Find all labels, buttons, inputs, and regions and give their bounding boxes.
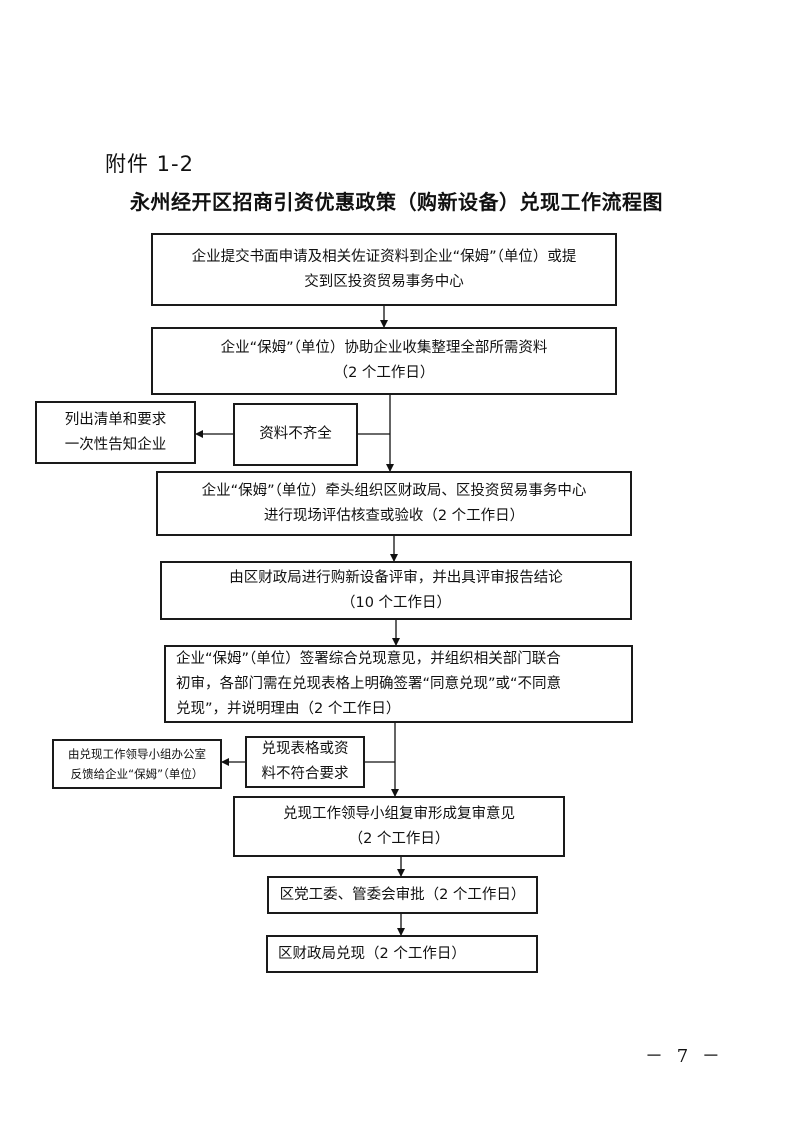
step-6-leading-group-review: 兑现工作领导小组复审形成复审意见 （2 个工作日） bbox=[233, 796, 565, 857]
step-1-submit-application: 企业提交书面申请及相关佐证资料到企业“保姆”（单位）或提 交到区投资贸易事务中心 bbox=[151, 233, 617, 306]
step-5-joint-preliminary-review: 企业“保姆”（单位）签署综合兑现意见，并组织相关部门联合 初审，各部门需在兑现表… bbox=[164, 645, 633, 723]
branch-1-incomplete-materials: 资料不齐全 bbox=[233, 403, 358, 466]
step-4-equipment-review: 由区财政局进行购新设备评审，并出具评审报告结论 （10 个工作日） bbox=[160, 561, 632, 620]
step-3-onsite-assessment: 企业“保姆”（单位）牵头组织区财政局、区投资贸易事务中心 进行现场评估核查或验收… bbox=[156, 471, 632, 536]
step-2-collect-materials: 企业“保姆”（单位）协助企业收集整理全部所需资料 （2 个工作日） bbox=[151, 327, 617, 395]
step-7-committee-approval: 区党工委、管委会审批（2 个工作日） bbox=[267, 876, 538, 914]
step-8-finance-payout: 区财政局兑现（2 个工作日） bbox=[266, 935, 538, 973]
annex-label: 附件 1-2 bbox=[105, 152, 194, 176]
page-number: － 7 － bbox=[645, 1046, 724, 1067]
page-title: 永州经开区招商引资优惠政策（购新设备）兑现工作流程图 bbox=[130, 190, 663, 214]
branch-1-notify-enterprise: 列出清单和要求 一次性告知企业 bbox=[35, 401, 196, 464]
branch-2-feedback-to-nanny: 由兑现工作领导小组办公室 反馈给企业“保姆”（单位） bbox=[52, 739, 222, 789]
branch-2-nonconforming-forms: 兑现表格或资 料不符合要求 bbox=[245, 736, 365, 788]
